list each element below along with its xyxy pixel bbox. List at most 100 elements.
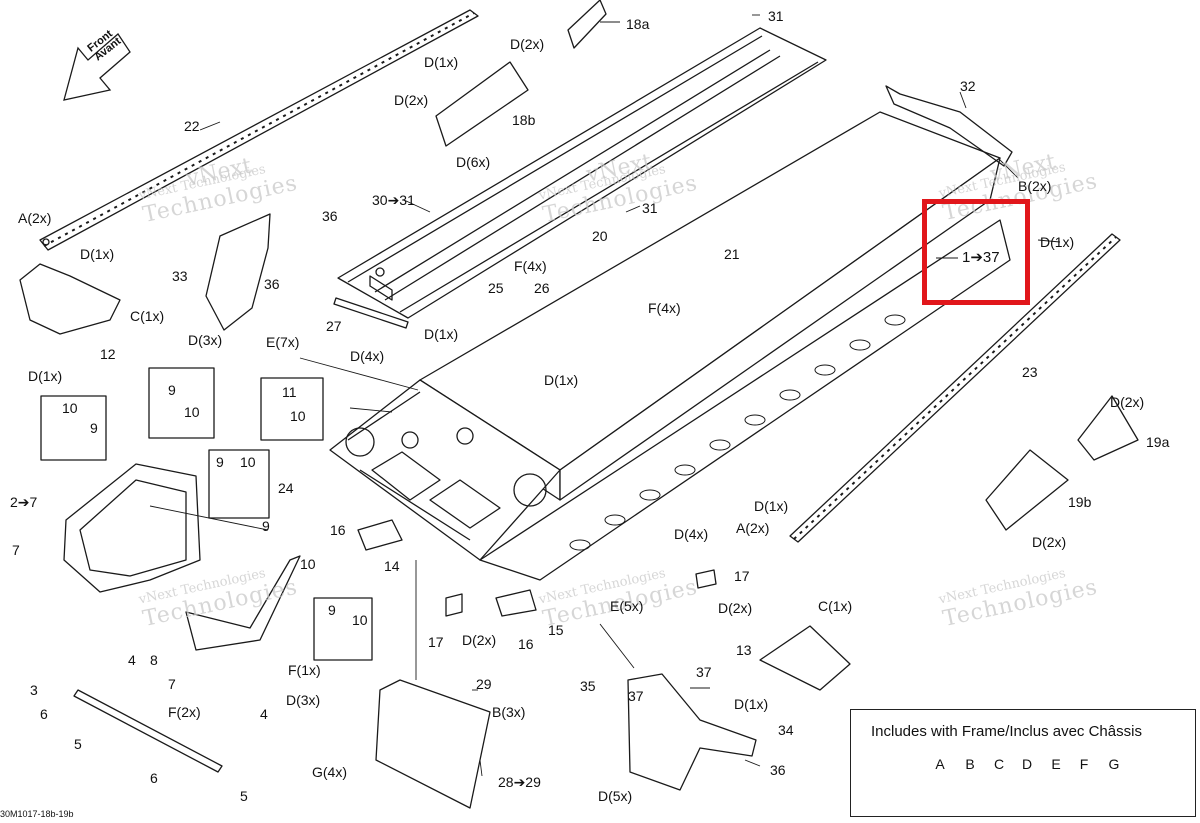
- callout-label: 10: [290, 408, 306, 424]
- callout-label: G(4x): [312, 764, 347, 780]
- legend-title: Includes with Frame/Inclus avec Châssis: [871, 723, 1142, 740]
- front-arrow-shape: [63, 33, 131, 101]
- callout-label: 7: [12, 542, 20, 558]
- callout-label: F(4x): [514, 258, 547, 274]
- callout-label: 4: [128, 652, 136, 668]
- callout-label: D(1x): [424, 54, 459, 70]
- callout-label: F(4x): [648, 300, 681, 316]
- callout-label: 15: [548, 622, 564, 638]
- part-15: [495, 589, 537, 617]
- callout-label: 6: [40, 706, 48, 722]
- callout-label: 36: [322, 208, 338, 224]
- callout-label: 19a: [1146, 434, 1170, 450]
- callout-label: 6: [150, 770, 158, 786]
- callout-label: 8: [150, 652, 158, 668]
- callout-label: E(7x): [266, 334, 300, 350]
- callout-label: E(5x): [610, 598, 644, 614]
- callout-label: D(5x): [598, 788, 633, 804]
- upper-tunnel: [337, 27, 827, 319]
- callout-label: 11: [282, 384, 297, 400]
- bulkhead-2-7: [63, 463, 201, 593]
- detail-box-9-10-c: [208, 449, 270, 519]
- callout-label: 24: [278, 480, 294, 496]
- callout-label: 25: [488, 280, 504, 296]
- callout-label: 29: [476, 676, 492, 692]
- callout-label: D(1x): [544, 372, 579, 388]
- callout-label: 35: [580, 678, 596, 694]
- callout-label: D(3x): [286, 692, 321, 708]
- callout-label: D(2x): [1032, 534, 1067, 550]
- detail-box-9-10-d: [313, 597, 373, 661]
- callout-label: 13: [736, 642, 752, 658]
- part-17a: [445, 593, 463, 617]
- callout-label: 16: [518, 636, 534, 652]
- callout-label: 10: [184, 404, 200, 420]
- callout-label: D(1x): [734, 696, 769, 712]
- rail-23: [789, 233, 1121, 543]
- callout-label: D(1x): [424, 326, 459, 342]
- bracket-19b: [985, 449, 1069, 531]
- part-14: [357, 519, 403, 551]
- callout-label: 26: [534, 280, 550, 296]
- part-12: [19, 263, 121, 335]
- callout-label: D(2x): [394, 92, 429, 108]
- legend-item: E: [1051, 756, 1061, 772]
- drawing-code: 30M1017-18b-19b: [0, 809, 74, 819]
- callout-label: 1➔37: [962, 249, 1000, 266]
- callout-label: A(2x): [736, 520, 770, 536]
- rail-22: [39, 9, 479, 251]
- detail-box-9-10-a: [40, 395, 107, 461]
- legend-item: A: [935, 756, 945, 772]
- part-13: [759, 625, 851, 691]
- callout-label: 22: [184, 118, 200, 134]
- part-37: [627, 673, 757, 791]
- part-33: [205, 213, 271, 331]
- callout-label: F(1x): [288, 662, 321, 678]
- callout-label: D(2x): [718, 600, 753, 616]
- detail-box-9-10-b: [148, 367, 215, 439]
- legend-item: F: [1079, 756, 1089, 772]
- callout-label: 9: [90, 420, 98, 436]
- part-17b: [695, 569, 717, 589]
- callout-label: B(3x): [492, 704, 526, 720]
- callout-label: 33: [172, 268, 188, 284]
- callout-label: 31: [642, 200, 658, 216]
- callout-label: 32: [960, 78, 976, 94]
- detail-box-11-10: [260, 377, 324, 441]
- callout-label: 5: [240, 788, 248, 804]
- legend-item: C: [993, 756, 1005, 772]
- highlight-box: [922, 199, 1030, 305]
- callout-label: D(2x): [462, 632, 497, 648]
- callout-label: 18a: [626, 16, 650, 32]
- callout-label: 9: [168, 382, 176, 398]
- callout-label: 10: [352, 612, 368, 628]
- bracket-19a: [1077, 395, 1139, 461]
- callout-label: B(2x): [1018, 178, 1052, 194]
- callout-label: 9: [328, 602, 336, 618]
- callout-label: 14: [384, 558, 400, 574]
- callout-label: 4: [260, 706, 268, 722]
- leader-lines: [149, 14, 1061, 777]
- callout-label: D(6x): [456, 154, 491, 170]
- callout-label: 7: [168, 676, 176, 692]
- callout-label: 30➔31: [372, 192, 415, 208]
- callout-label: 18b: [512, 112, 536, 128]
- callout-label: 3: [30, 682, 38, 698]
- callout-label: 23: [1022, 364, 1038, 380]
- callout-label: 20: [592, 228, 608, 244]
- callout-label: 9: [216, 454, 224, 470]
- callout-label: 17: [734, 568, 750, 584]
- callout-label: 34: [778, 722, 794, 738]
- callout-label: 10: [300, 556, 316, 572]
- callout-label: D(2x): [510, 36, 545, 52]
- legend-item: G: [1108, 756, 1120, 772]
- part-27: [333, 297, 409, 329]
- callout-label: D(1x): [80, 246, 115, 262]
- callout-label: D(1x): [754, 498, 789, 514]
- callout-label: 9: [262, 518, 270, 534]
- side-panel: [479, 219, 1011, 581]
- callout-label: 27: [326, 318, 342, 334]
- callout-label: 19b: [1068, 494, 1092, 510]
- callout-label: A(2x): [18, 210, 52, 226]
